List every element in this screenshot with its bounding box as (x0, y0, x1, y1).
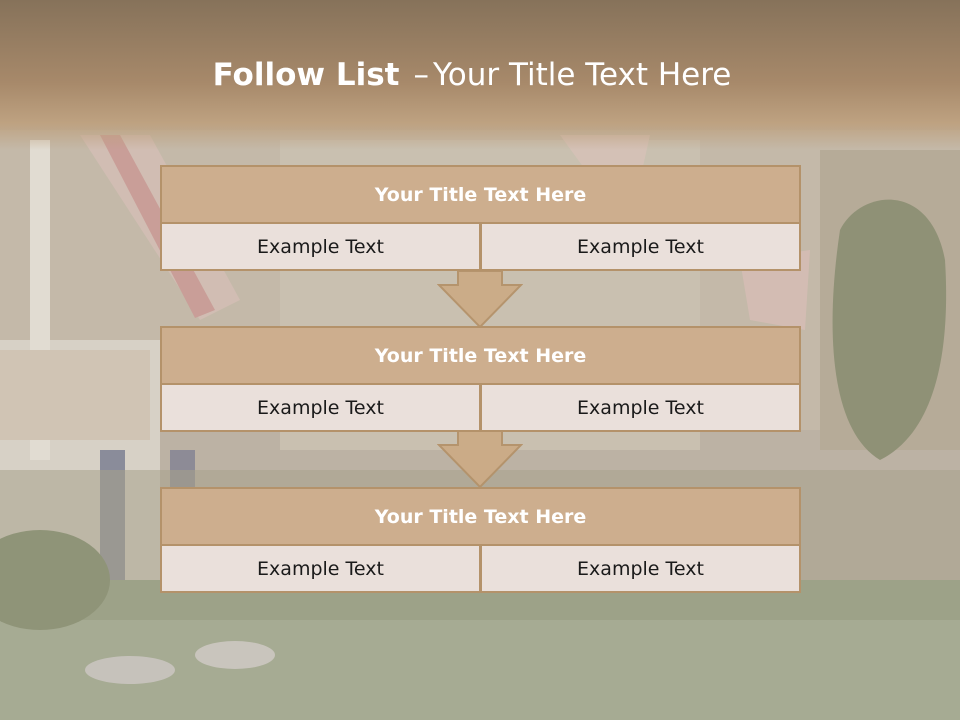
list-block-3: Your Title Text Here Example Text Exampl… (160, 487, 801, 593)
down-arrow-icon (437, 431, 523, 489)
title-dash: – (413, 57, 429, 93)
block-heading: Your Title Text Here (162, 489, 799, 544)
block-cell-right: Example Text (482, 385, 799, 430)
block-heading: Your Title Text Here (162, 328, 799, 383)
title-band (0, 0, 960, 150)
block-heading: Your Title Text Here (162, 167, 799, 222)
down-arrow-icon (437, 271, 523, 329)
list-block-2: Your Title Text Here Example Text Exampl… (160, 326, 801, 432)
block-cell-left: Example Text (162, 385, 479, 430)
block-cell-right: Example Text (482, 546, 799, 591)
block-cell-left: Example Text (162, 224, 479, 269)
title-rest: Your Title Text Here (432, 57, 732, 93)
block-cell-left: Example Text (162, 546, 479, 591)
block-cell-right: Example Text (482, 224, 799, 269)
slide-title: Follow List–Your Title Text Here (0, 52, 944, 98)
title-bold: Follow List (212, 57, 400, 93)
list-block-1: Your Title Text Here Example Text Exampl… (160, 165, 801, 271)
